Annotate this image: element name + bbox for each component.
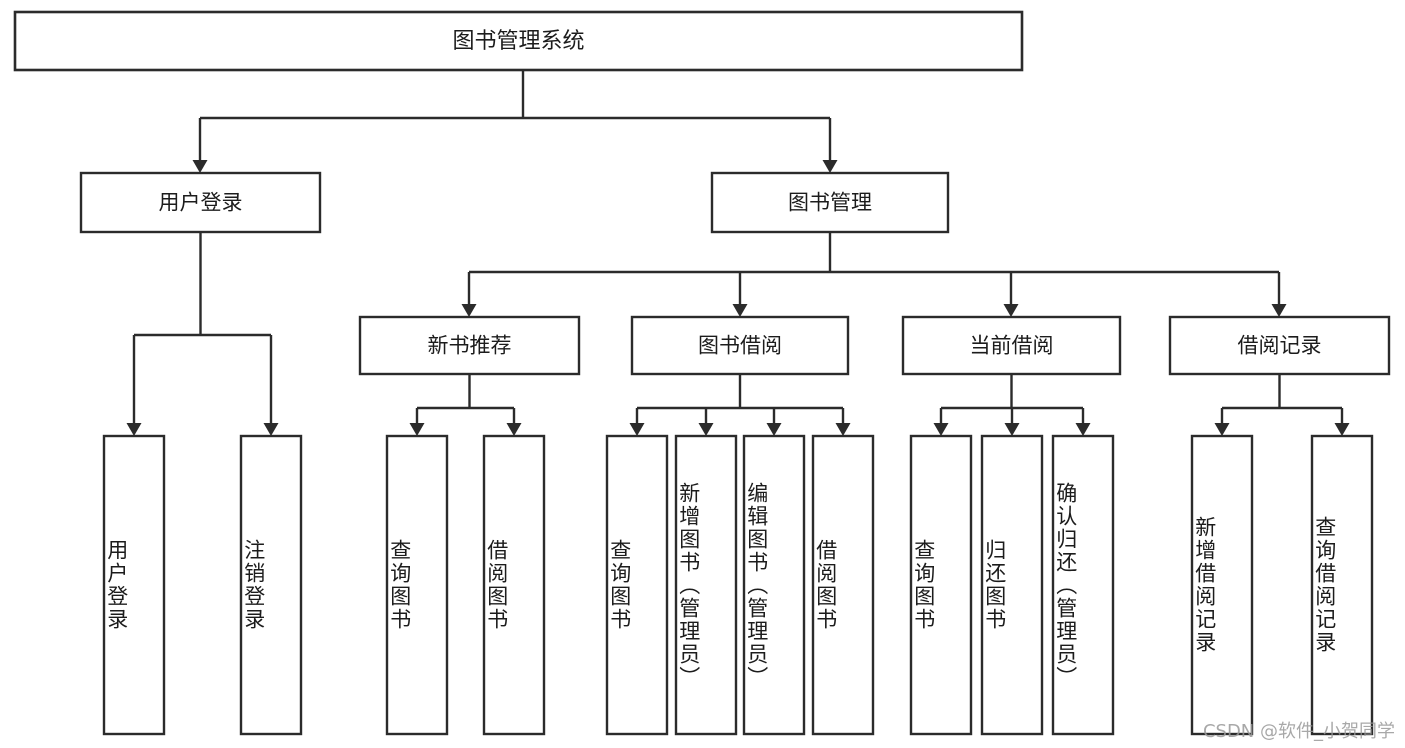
leaf-leaf-query-record-arrowhead	[1334, 423, 1350, 436]
node-box-layer	[13, 10, 1391, 736]
connector-layer	[126, 70, 1350, 436]
level2-borrow-record-arrowhead	[1271, 304, 1287, 317]
level2-new-book-rec-arrowhead	[461, 304, 477, 317]
node-box-user-login[interactable]	[79, 171, 322, 234]
leaf-leaf-query-book-cur-arrowhead	[933, 423, 949, 436]
node-box-book-borrow[interactable]	[630, 315, 850, 376]
level1-user-login-arrowhead	[192, 160, 208, 173]
leaf-leaf-confirm-return-arrowhead	[1075, 423, 1091, 436]
node-box-book-manage[interactable]	[710, 171, 950, 234]
leaf-leaf-user-login-arrowhead	[126, 423, 142, 436]
leaf-leaf-borrow-book-arrowhead	[835, 423, 851, 436]
leaf-leaf-borrow-book-rec-arrowhead	[506, 423, 522, 436]
node-box-leaf-logout[interactable]	[239, 434, 303, 736]
node-box-leaf-query-record[interactable]	[1310, 434, 1374, 736]
node-box-leaf-add-record[interactable]	[1190, 434, 1254, 736]
leaf-leaf-query-book-rec-arrowhead	[409, 423, 425, 436]
node-box-leaf-query-book-rec[interactable]	[385, 434, 449, 736]
leaf-leaf-add-record-arrowhead	[1214, 423, 1230, 436]
node-label-borrow-record: 借阅记录	[1238, 334, 1322, 358]
leaf-leaf-return-book-arrowhead	[1004, 423, 1020, 436]
node-box-leaf-user-login[interactable]	[102, 434, 166, 736]
node-label-book-manage: 图书管理	[788, 191, 872, 215]
node-box-leaf-borrow-book[interactable]	[811, 434, 875, 736]
leaf-leaf-add-book-arrowhead	[698, 423, 714, 436]
node-box-leaf-edit-book[interactable]	[742, 434, 806, 736]
node-box-leaf-add-book[interactable]	[674, 434, 738, 736]
node-box-borrow-record[interactable]	[1168, 315, 1391, 376]
node-box-leaf-confirm-return[interactable]	[1051, 434, 1115, 736]
leaf-leaf-edit-book-arrowhead	[766, 423, 782, 436]
level2-current-borrow-arrowhead	[1003, 304, 1019, 317]
node-box-leaf-query-book[interactable]	[605, 434, 669, 736]
watermark-text: CSDN @软件_小贺同学	[1202, 721, 1395, 742]
leaf-leaf-query-book-arrowhead	[629, 423, 645, 436]
node-box-leaf-borrow-book-rec[interactable]	[482, 434, 546, 736]
node-box-leaf-return-book[interactable]	[980, 434, 1044, 736]
node-label-new-book-rec: 新书推荐	[428, 334, 512, 358]
node-box-leaf-query-book-cur[interactable]	[909, 434, 973, 736]
level1-book-manage-arrowhead	[822, 160, 838, 173]
node-label-user-login: 用户登录	[159, 191, 243, 215]
leaf-leaf-logout-arrowhead	[263, 423, 279, 436]
node-box-root[interactable]	[13, 10, 1024, 72]
node-label-root: 图书管理系统	[452, 29, 584, 54]
node-box-current-borrow[interactable]	[901, 315, 1122, 376]
node-label-book-borrow: 图书借阅	[698, 334, 782, 358]
node-label-current-borrow: 当前借阅	[970, 334, 1054, 358]
node-box-new-book-rec[interactable]	[358, 315, 581, 376]
level2-book-borrow-arrowhead	[732, 304, 748, 317]
